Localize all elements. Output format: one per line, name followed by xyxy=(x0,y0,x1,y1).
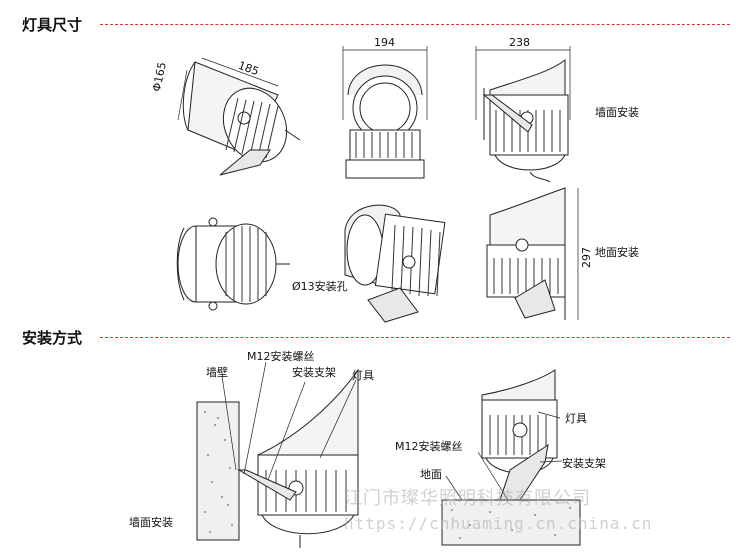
lamp-rear-drawing xyxy=(176,217,290,311)
label-bracket: 安装支架 xyxy=(562,457,606,470)
label-mounting-hole: Ø13安装孔 xyxy=(292,280,348,293)
dimension-depth: 238 xyxy=(509,36,530,49)
lamp-front-drawing xyxy=(342,46,428,179)
label-m12-screw: M12安装螺丝 xyxy=(247,350,315,363)
section-title-dimensions: 灯具尺寸 xyxy=(22,16,83,34)
label-lamp: 灯具 xyxy=(565,412,587,425)
caption-wall-mount: 墙面安装 xyxy=(129,516,173,529)
label-ground: 地面 xyxy=(420,468,442,481)
ground-installation-drawing xyxy=(441,369,581,546)
watermark-company: 江门市璨华照明科技有限公司 xyxy=(344,488,591,509)
watermark-url: https://cnhuaming.cn.china.cn xyxy=(344,514,653,533)
lamp-side-ground-drawing xyxy=(486,187,579,320)
section-divider xyxy=(100,337,730,338)
label-bracket: 安装支架 xyxy=(292,366,336,379)
label-m12-screw: M12安装螺丝 xyxy=(395,440,463,453)
section-divider xyxy=(100,24,730,25)
dimension-width: 194 xyxy=(374,36,395,49)
label-wall-mount: 墙面安装 xyxy=(595,106,639,119)
wall-installation-drawing xyxy=(196,361,359,548)
label-lamp: 灯具 xyxy=(352,369,374,382)
section-title-installation: 安装方式 xyxy=(22,329,83,347)
lamp-side-wall-drawing xyxy=(475,46,571,183)
lamp-perspective-drawing xyxy=(177,57,301,176)
label-ground-mount: 地面安装 xyxy=(595,246,639,259)
label-wall: 墙壁 xyxy=(206,366,228,379)
lamp-bracket-perspective-drawing xyxy=(344,204,446,323)
dimension-height: 297 xyxy=(580,247,593,268)
